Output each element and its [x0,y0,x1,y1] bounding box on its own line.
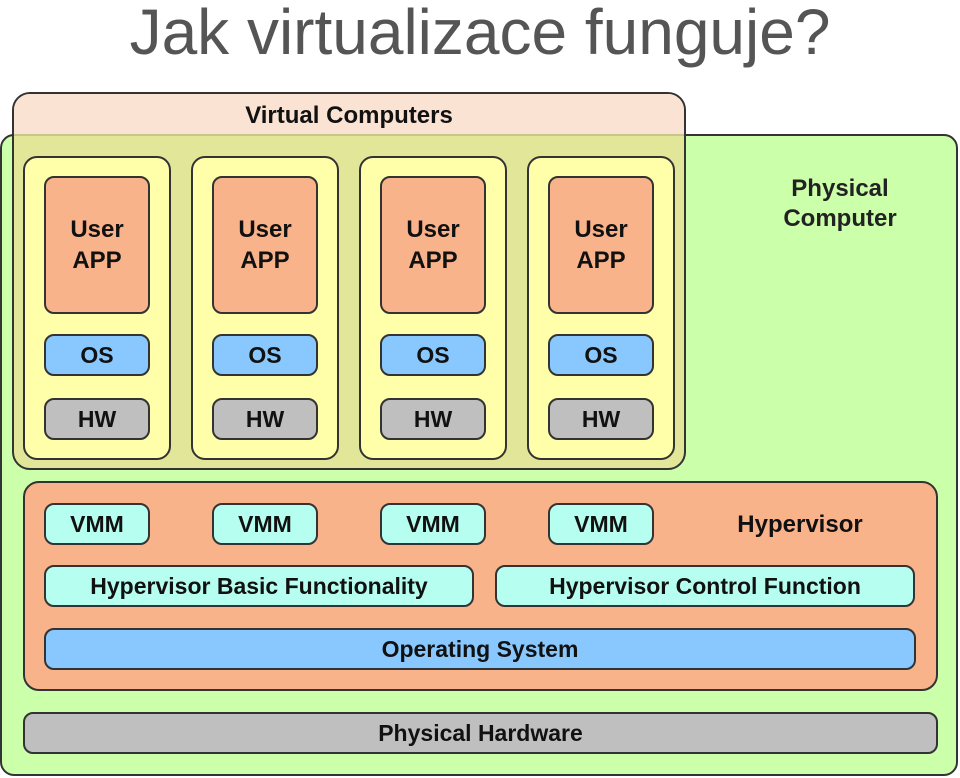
vmm-box: VMM [548,503,654,545]
hypervisor-label: Hypervisor [737,511,863,538]
vmm-box: VMM [380,503,486,545]
user-app-box: User APP [212,176,318,314]
hypervisor-control-function-box: Hypervisor Control Function [495,565,915,607]
os-box: OS [212,334,318,376]
user-app-box: User APP [548,176,654,314]
operating-system-box: Operating System [44,628,916,670]
user-app-box: User APP [380,176,486,314]
os-box: OS [380,334,486,376]
hw-box: HW [548,398,654,440]
os-box: OS [44,334,150,376]
page-title: Jak virtualizace funguje? [129,0,831,68]
physical-computer-label: Physical Computer [783,175,897,232]
hw-box: HW [380,398,486,440]
vmm-box: VMM [44,503,150,545]
os-box: OS [548,334,654,376]
hw-box: HW [44,398,150,440]
vmm-box: VMM [212,503,318,545]
virtual-computers-label: Virtual Computers [14,94,684,134]
hw-box: HW [212,398,318,440]
physical-hardware-box: Physical Hardware [23,712,938,754]
hypervisor-basic-functionality-box: Hypervisor Basic Functionality [44,565,474,607]
user-app-box: User APP [44,176,150,314]
